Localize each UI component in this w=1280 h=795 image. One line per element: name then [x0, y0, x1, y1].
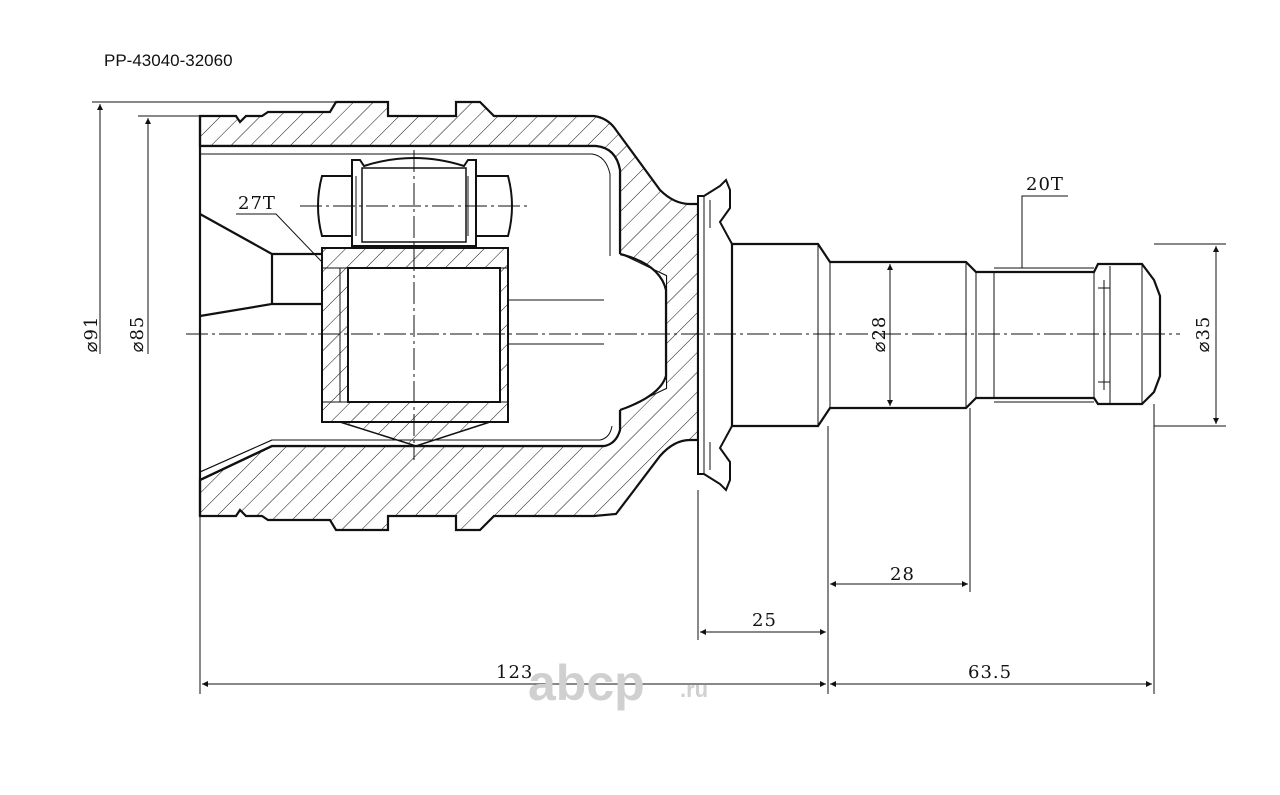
part-number-title: PP-43040-32060: [104, 51, 233, 70]
label-20-teeth: 20T: [1026, 174, 1064, 195]
output-shaft: [730, 242, 1162, 428]
dim-length-25: 25: [752, 610, 777, 631]
dim-length-63-5: 63.5: [968, 662, 1012, 683]
centerlines: [186, 150, 1180, 460]
dim-length-123: 123: [496, 662, 533, 683]
flange: [697, 178, 733, 492]
dim-diameter-35: ⌀35: [1193, 316, 1214, 353]
watermark-logo-text: abcp: [528, 655, 645, 711]
dim-length-28: 28: [890, 564, 915, 585]
dim-diameter-85: ⌀85: [127, 316, 148, 353]
watermark-suffix: .ru: [680, 677, 708, 702]
dimension-lines: [97, 104, 1219, 687]
dim-diameter-28: ⌀28: [869, 316, 890, 353]
abcp-watermark: abcp .ru: [528, 655, 708, 711]
label-27-teeth: 27T: [238, 193, 276, 214]
dim-diameter-91: ⌀91: [81, 316, 102, 353]
extension-lines: [92, 101, 1226, 694]
